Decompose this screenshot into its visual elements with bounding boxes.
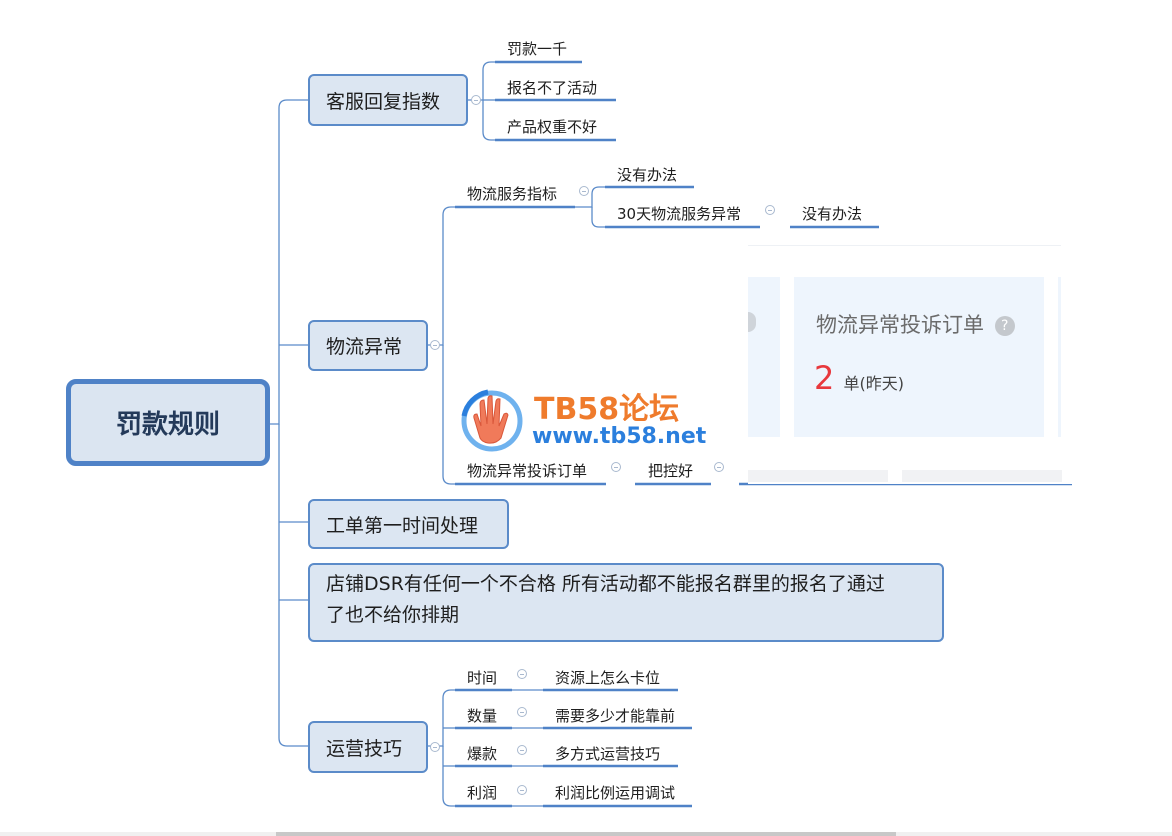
collapse-time-icon[interactable] xyxy=(517,669,527,679)
screenshot-unit: 单(昨天) xyxy=(843,374,904,393)
leaf-complaint-1[interactable]: 把控好 xyxy=(648,462,694,480)
screenshot-tab-1 xyxy=(748,470,888,482)
collapse-complaint-leaf-icon[interactable] xyxy=(714,462,724,472)
collapse-profit-icon[interactable] xyxy=(517,785,527,795)
leaf-yunying-hot[interactable]: 多方式运营技巧 xyxy=(555,745,661,763)
node-dsr-line1: 店铺DSR有任何一个不合格 所有活动都不能报名群里的报名了通过 xyxy=(326,573,885,595)
collapse-kefu-icon[interactable] xyxy=(471,95,481,105)
collapse-complaint-icon[interactable] xyxy=(611,462,621,472)
leaf-kefu-2[interactable]: 报名不了活动 xyxy=(507,79,598,97)
embedded-screenshot: 物流异常投诉订单 ? 2 单(昨天) xyxy=(748,232,1072,484)
node-kefu[interactable]: 客服回复指数 xyxy=(308,74,468,126)
help-icon: ? xyxy=(994,316,1015,336)
node-wuliu[interactable]: 物流异常 xyxy=(308,320,428,371)
collapse-quantity-icon[interactable] xyxy=(517,707,527,717)
collapse-service-child2-icon[interactable] xyxy=(765,205,775,215)
node-yunying-time[interactable]: 时间 xyxy=(467,669,498,687)
node-wuliu-complaint[interactable]: 物流异常投诉订单 xyxy=(467,462,588,480)
node-wuliu-service[interactable]: 物流服务指标 xyxy=(467,185,558,203)
collapse-hot-icon[interactable] xyxy=(517,745,527,755)
node-gongdan[interactable]: 工单第一时间处理 xyxy=(308,499,509,549)
screenshot-title: 物流异常投诉订单 xyxy=(816,313,984,337)
leaf-yunying-time[interactable]: 资源上怎么卡位 xyxy=(555,669,661,687)
screenshot-panel-right xyxy=(1058,277,1061,437)
node-yunying-profit[interactable]: 利润 xyxy=(467,784,498,802)
horizontal-scrollbar[interactable] xyxy=(0,832,1172,836)
leaf-yunying-profit[interactable]: 利润比例运用调试 xyxy=(555,784,676,802)
screenshot-help-icon-partial xyxy=(748,312,756,332)
root-node[interactable]: 罚款规则 xyxy=(66,379,270,466)
leaf-service-2-1[interactable]: 没有办法 xyxy=(802,205,863,223)
screenshot-value: 2 xyxy=(814,359,835,397)
node-dsr-line2: 了也不给你排期 xyxy=(326,604,460,626)
node-service-2[interactable]: 30天物流服务异常 xyxy=(617,205,742,223)
scrollbar-thumb[interactable] xyxy=(276,832,896,836)
watermark-title: TB58论坛 xyxy=(534,392,680,427)
leaf-kefu-3[interactable]: 产品权重不好 xyxy=(507,118,598,136)
node-yunying-quantity[interactable]: 数量 xyxy=(467,707,498,725)
screenshot-divider xyxy=(748,245,1061,246)
node-dsr[interactable]: 店铺DSR有任何一个不合格 所有活动都不能报名群里的报名了通过 了也不给你排期 xyxy=(308,563,944,642)
node-yunying[interactable]: 运营技巧 xyxy=(308,721,428,773)
node-yunying-hot[interactable]: 爆款 xyxy=(467,745,498,763)
leaf-yunying-quantity[interactable]: 需要多少才能靠前 xyxy=(555,707,676,725)
leaf-kefu-1[interactable]: 罚款一千 xyxy=(507,40,568,58)
leaf-service-1[interactable]: 没有办法 xyxy=(617,166,678,184)
collapse-wuliu-icon[interactable] xyxy=(430,340,440,350)
collapse-yunying-icon[interactable] xyxy=(430,742,440,752)
screenshot-panel-left xyxy=(748,277,780,437)
screenshot-panel-main: 物流异常投诉订单 ? 2 单(昨天) xyxy=(794,277,1044,437)
hand-logo-icon xyxy=(461,389,523,452)
watermark-url: www.tb58.net xyxy=(532,424,707,449)
collapse-service-icon[interactable] xyxy=(579,186,589,196)
screenshot-tab-2 xyxy=(902,470,1062,482)
